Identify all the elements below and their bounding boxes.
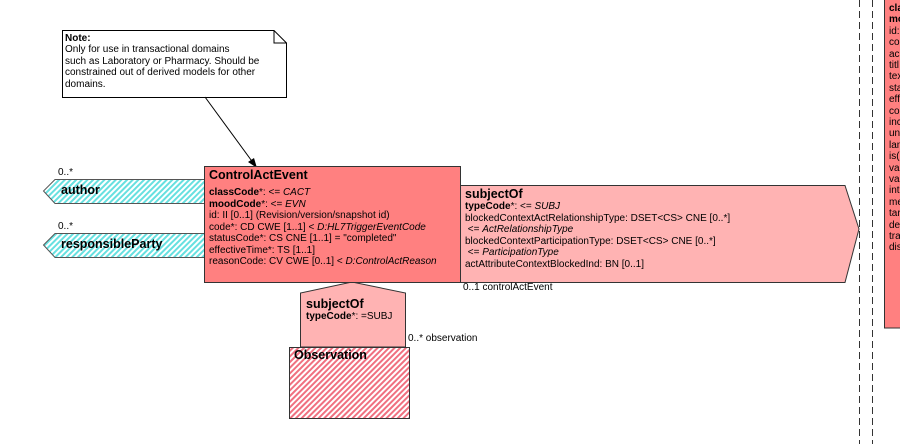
partial-attribute: inc (889, 117, 900, 128)
subject-of-bottom-target: 0..* observation (408, 333, 478, 344)
attr-rest: *: =SUBJ (351, 311, 393, 322)
partial-attribute: tra (889, 231, 900, 242)
attr-name: typeCode (306, 311, 352, 322)
attribute-status-code: statusCode*: CS CNE [1..1] = "completed" (209, 233, 397, 244)
attr-rest: *: <= (510, 201, 535, 212)
author-label[interactable]: author (61, 183, 100, 197)
partial-attribute: ac (889, 48, 900, 60)
responsible-party-shape[interactable] (42, 233, 206, 258)
observation-shape[interactable] (289, 347, 410, 419)
responsible-party-cardinality: 0..* (58, 221, 74, 232)
subject-of-right-target: 0..1 controlActEvent (463, 282, 553, 293)
partial-attribute: co (889, 105, 900, 117)
partial-attribute: mo (889, 14, 900, 26)
attribute-line: blockedContextActRelationshipType: DSET<… (465, 212, 731, 224)
attr-text: reasonCode: CV CWE [0..1] < (209, 256, 346, 267)
note-heading: Note: (65, 33, 91, 44)
attr-rest: <= (465, 247, 483, 258)
attribute-class-code: classCode*: <= CACT (209, 187, 310, 199)
note-line: domains. (65, 78, 106, 90)
type-code: typeCode*: <= SUBJ (465, 201, 560, 213)
attr-value: CACT (282, 187, 311, 198)
partial-attribute: me (889, 196, 900, 208)
note-shape (62, 30, 287, 98)
author-cardinality: 0..* (58, 167, 74, 178)
partial-attribute: co (889, 37, 900, 49)
attr-name: moodCode (209, 198, 262, 210)
partial-attribute: id: (889, 25, 900, 37)
responsible-party-label[interactable]: responsibleParty (61, 237, 163, 251)
attr-value: ParticipationType (482, 247, 559, 258)
note-fold (273, 30, 287, 44)
type-code: typeCode*: =SUBJ (306, 311, 392, 323)
attribute-line: <= ParticipationType (465, 247, 559, 259)
attr-value: D:ControlActReason (345, 256, 437, 267)
attr-text: code*: CD CWE [1..1] < (209, 221, 318, 233)
partial-attribute: titl (889, 60, 899, 71)
attribute-effective-time: effectiveTime*: TS [1..1] (209, 244, 315, 256)
note-connector (204, 96, 255, 165)
attr-rest: *: <= (261, 198, 286, 210)
note-line: constrained out of derived models for ot… (65, 67, 256, 78)
attr-rest: <= (465, 224, 483, 235)
attribute-mood-code: moodCode*: <= EVN (209, 199, 306, 211)
observation-title[interactable]: Observation (294, 348, 367, 362)
partial-attribute: un (889, 128, 900, 140)
subject-of-title: subjectOf (306, 297, 364, 311)
subject-of-title: subjectOf (465, 187, 523, 201)
partial-attribute: is( (889, 151, 900, 163)
attribute-line: actAttributeContextBlockedInd: BN [0..1] (465, 258, 644, 270)
class-title: ControlActEvent (209, 168, 308, 182)
attribute-id: id: II [0..1] (Revision/version/snapshot… (209, 210, 390, 221)
attribute-line: <= ActRelationshipType (465, 224, 573, 236)
note-line: such as Laboratory or Pharmacy. Should b… (65, 55, 260, 67)
control-act-event-shape[interactable] (204, 166, 461, 283)
partial-attribute: tex (889, 71, 900, 83)
attr-value: D:HL7TriggerEventCode (317, 221, 426, 233)
attr-value: ActRelationshipType (482, 224, 574, 235)
attr-value: EVN (285, 198, 306, 210)
partial-attribute: va (889, 162, 900, 174)
partial-attribute: tar (889, 208, 900, 220)
note-arrowhead (248, 158, 257, 168)
attribute-code: code*: CD CWE [1..1] < D:HL7TriggerEvent… (209, 222, 426, 234)
attr-value: SUBJ (534, 201, 561, 212)
attr-rest: *: <= (259, 187, 283, 198)
attribute-line: blockedContextParticipationType: DSET<CS… (465, 235, 716, 247)
right-partial-class-box (884, 0, 900, 329)
attribute-reason-code: reasonCode: CV CWE [0..1] < D:ControlAct… (209, 256, 437, 268)
attr-name: typeCode (465, 201, 511, 212)
attr-name: classCode (209, 187, 260, 198)
author-shape[interactable] (42, 179, 206, 204)
note-line: Only for use in transactional domains (65, 44, 230, 55)
partial-attribute: sta (889, 82, 900, 94)
partial-attribute: cla (889, 3, 900, 14)
partial-attribute: de (889, 219, 900, 231)
partial-attribute: int (889, 185, 900, 197)
partial-attribute: lan (889, 139, 900, 151)
partial-attribute: va (889, 174, 900, 185)
partial-attribute: dis (889, 242, 900, 254)
partial-attribute: eff (889, 94, 900, 106)
